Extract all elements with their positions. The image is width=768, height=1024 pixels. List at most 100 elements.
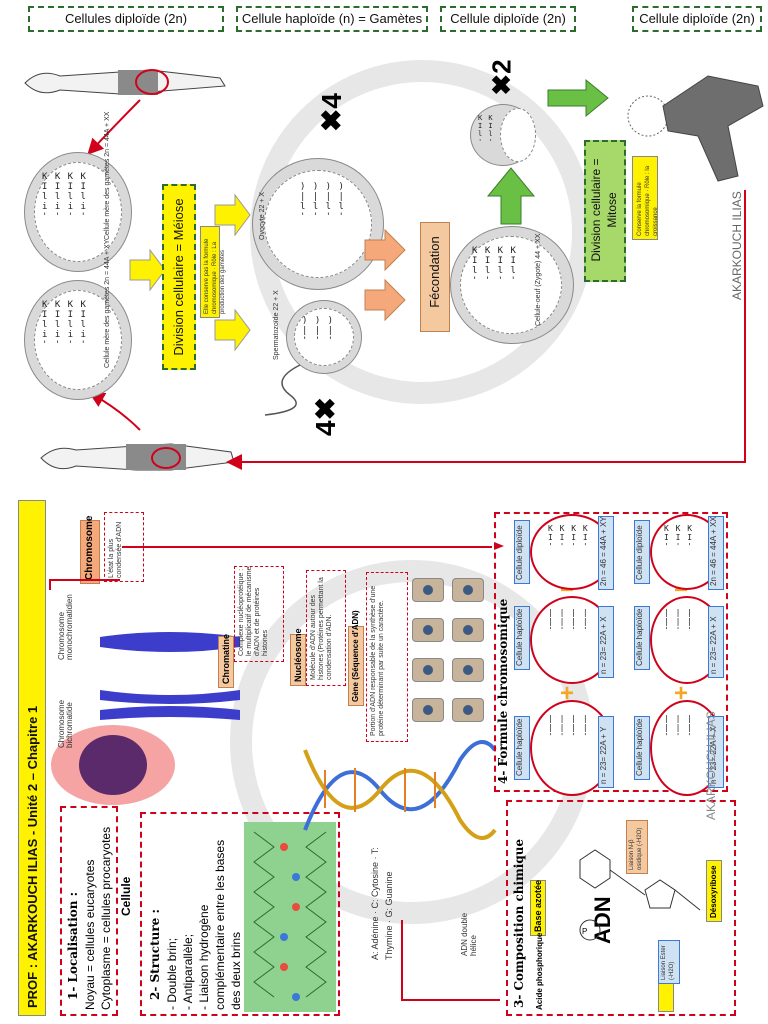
liaison-n-tag (626, 820, 648, 874)
ovocyte-inner (264, 170, 372, 278)
nucleosome-tag (290, 634, 306, 686)
composition-title: 3- Composition chimique (512, 838, 526, 1008)
gene-def-box (366, 572, 408, 742)
plus-sign-1: + (560, 680, 575, 707)
haploid-cell-3-header (634, 716, 650, 780)
haploid-formula-2: n = 23= 22A + X (599, 616, 608, 674)
sperm-inner (294, 308, 354, 366)
haploid-cell-4-header-text: Cellule haploïde (635, 608, 644, 666)
mitosis-label: Division cellulaire = Mitose (589, 158, 619, 262)
green-arrow-up (486, 167, 536, 225)
nucleotide-structure-image: P (579, 849, 701, 941)
karyotype-female: K K K K I I I I l l l l i i i i ' ' ' ' (42, 172, 87, 222)
haploid-cell-4-chromosomes: | | | | | | ' ' ' (664, 608, 694, 635)
haploid-cell-1-chromosomes: | | | | | | | | ' ' ' ' (548, 714, 589, 741)
haploid-cell-2-header (514, 606, 530, 670)
meiosis-box (162, 184, 196, 370)
diploid-formula-2-box (708, 516, 724, 590)
meiosis-role-text: Elle conserve pas la formule chromosomiq… (204, 238, 226, 314)
mitosis-role-box (632, 156, 658, 240)
haploid-cell-1-header-text: Cellule haploïde (515, 718, 524, 776)
diploid-formula-1: 2n = 46 = 44A + XY (599, 516, 608, 586)
formula-title: 4- Formule chromosomique (496, 598, 510, 784)
red-connector-lines-top (87, 99, 746, 470)
diploid-cell-2-chromosomes: K K K I I I ' ' ' (664, 524, 694, 551)
header-diploid-adult: Cellule diploïde (2n) (632, 6, 762, 32)
plus-sign-2: + (674, 680, 689, 707)
zygote-label: Cellule-oeuf (Zygote) 44 + XX (535, 233, 542, 326)
diploid-formula-2: 2n = 46 = 44A + XX (709, 516, 718, 586)
haploid-formula-1-box (598, 716, 614, 788)
haploid-cell-3-chromosomes: | | | | | | ' ' ' (664, 714, 694, 741)
two-cell-inner (500, 108, 536, 162)
haploid-cell-2-chromosomes: | | | | | | | | ' ' ' ' (548, 608, 589, 635)
cell-nucleus-image (51, 725, 175, 805)
chromatin-def-box (234, 566, 284, 662)
green-arrow-right (547, 78, 609, 118)
zygote-chromosomes: K K K K I I I I l l l l ' ' ' ' (472, 246, 517, 286)
base-azotee-text: Base azotée (533, 879, 543, 932)
haploid-cell-2-header-text: Cellule haploïde (515, 608, 524, 666)
eyes-grid-image (412, 578, 490, 738)
base-azotee-tag (530, 880, 546, 936)
karyotype-male: K K K K I I I I l l l l i i i i ' ' ' ' (42, 300, 87, 350)
header-haploid-gametes: Cellule haploïde (n) = Gamètes (236, 6, 428, 32)
haploid-formula-2-box (598, 606, 614, 678)
multiplier-2: ✖2 (486, 59, 517, 96)
watermark-name-top: AKARKOUCH ILIAS (730, 191, 744, 300)
orange-arrows (364, 228, 406, 322)
ovocyte-label: Ovocyte 22 + X (259, 191, 266, 240)
meiosis-role-box (200, 226, 220, 318)
diploid-cell-1-header-text: Cellule diploïde (515, 525, 524, 580)
diploid-cell-2-header (634, 520, 650, 584)
chromatin-tag (218, 636, 234, 688)
sperm-label: Spermatozoïde 22 + X (273, 290, 280, 360)
composition-box (506, 800, 736, 1016)
ovocyte-chromosomes: ) ) ) ) | | | | l l l l ' ' ' ' (300, 182, 345, 222)
haploid-formula-4-box (708, 606, 724, 678)
female-body-image (24, 69, 226, 95)
nucleosome-def-box (306, 570, 346, 686)
header-diploid-cells: Cellules diploïde (2n) (28, 6, 224, 32)
meiosis-label: Division cellulaire = Méiose (171, 198, 186, 356)
zygote-inner (460, 236, 562, 334)
haploid-formula-1: n = 23= 22A + Y (599, 726, 608, 784)
haploid-cell-3-header-text: Cellule haploïde (635, 718, 644, 776)
mother-cell-female-inner (34, 162, 122, 262)
multiplier-4-top: ✖4 (316, 92, 348, 133)
gene-tag (348, 626, 364, 706)
structure-box (140, 812, 340, 1016)
sperm-tail (264, 364, 301, 416)
dna-ladder-image (244, 822, 336, 1012)
mother-cell-male-label: Cellule mère des gamètes 2n = 44A + XY (104, 239, 111, 368)
diploid-cell-1-header (514, 520, 530, 584)
fertilization-box (420, 222, 450, 332)
haploid-cell-4-header (634, 606, 650, 670)
mother-cell-male-inner (34, 290, 122, 390)
sperm-chromosomes: ) ) ) | | | ' ' ' (302, 316, 335, 346)
acide-phospho-text: Acide phosphorique (535, 932, 544, 1010)
mitosis-box (584, 140, 626, 282)
dna-double-helix-image (303, 740, 497, 840)
localisation-box (60, 806, 118, 1016)
mitosis-role-text: Conserve la formule chromosomique · Rôle… (637, 165, 659, 236)
liaison-ester-tag (658, 940, 680, 984)
svg-text:P: P (582, 927, 587, 936)
haploid-formula-4: n = 23= 22A + X (709, 616, 718, 674)
adult-human-image (627, 75, 764, 182)
haploid-formula-3-box (708, 716, 724, 788)
chromosome-monochromatid-image (100, 632, 240, 652)
watermark-name-bottom: AKARKOUCH ILIAS (704, 711, 718, 820)
haploid-cell-1-header (514, 716, 530, 780)
fertilization-label: Fécondation (427, 236, 442, 308)
diploid-cell-1-chromosomes: K K K K I I I I ' ' ' ' (548, 524, 589, 551)
red-connector-lines-bottom (49, 542, 504, 1001)
chromosome-tag (80, 520, 100, 584)
mother-cell-female-label: Cellule mère des gamètes 2n = 44A + XX (104, 111, 111, 240)
male-body-image (40, 443, 235, 471)
header-diploid-zygote: Cellule diploïde (2n) (440, 6, 576, 32)
diploid-formula-1-box (598, 516, 614, 590)
title-bar (18, 500, 46, 1016)
diploid-cell-2-header-text: Cellule diploïde (635, 525, 644, 580)
multiplier-4-bottom: 4✖ (310, 396, 342, 437)
